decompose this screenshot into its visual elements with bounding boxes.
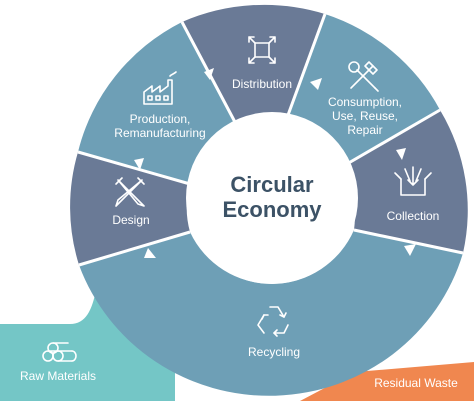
distribution-arrows-icon [248, 36, 276, 64]
raw-materials-label[interactable]: Raw Materials [20, 369, 96, 383]
collection-box-icon [394, 166, 432, 196]
segment-distribution[interactable] [182, 4, 325, 126]
flow-arrows [134, 68, 416, 258]
segment-design[interactable] [70, 152, 190, 265]
segment-dividers [77, 13, 464, 267]
collection-label: Collection [387, 209, 440, 223]
log-pile-icon [42, 342, 77, 362]
center-title-line1: Circular [230, 172, 314, 197]
residual-waste-label[interactable]: Residual Waste [374, 376, 458, 390]
consumption-label-line2: Use, Reuse, [332, 109, 398, 123]
consumption-label-line1: Consumption, [328, 95, 402, 109]
design-label: Design [112, 213, 149, 227]
consumption-label-line3: Repair [347, 123, 382, 137]
raw-materials-tab [0, 290, 175, 401]
segment-recycling[interactable] [79, 230, 463, 396]
residual-waste-tab [300, 362, 474, 401]
center-circle [186, 112, 358, 284]
pencil-ruler-icon [115, 177, 145, 207]
factory-icon [143, 71, 177, 105]
production-label-line1: Production, [130, 112, 191, 126]
recycle-icon [257, 306, 289, 337]
tools-icon [348, 61, 379, 92]
center-title-line2: Economy [222, 197, 322, 222]
production-label-line2: Remanufacturing [114, 126, 205, 140]
recycling-label: Recycling [248, 345, 300, 359]
segment-production[interactable] [78, 22, 236, 184]
segment-collection[interactable] [340, 110, 468, 253]
distribution-label: Distribution [232, 77, 292, 91]
